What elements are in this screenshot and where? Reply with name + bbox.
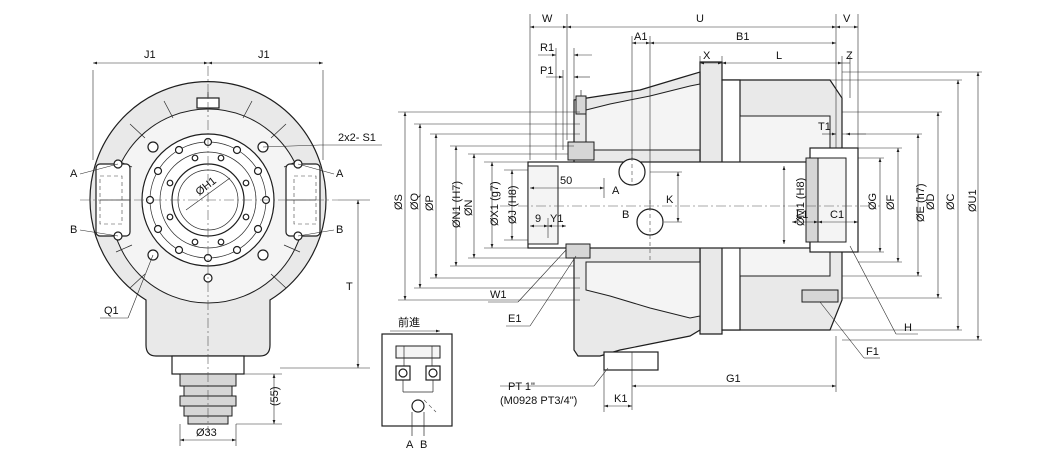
dim-y1: Y1 <box>550 213 563 225</box>
valve-port-b: B <box>420 439 427 451</box>
lower-fitting <box>565 243 591 259</box>
valve-spool <box>395 345 441 359</box>
dim-50: 50 <box>560 175 572 187</box>
dim-c1: C1 <box>830 209 844 221</box>
dim-w: W <box>542 13 553 25</box>
valve-port-a: A <box>406 439 414 451</box>
label-a-left: A <box>70 168 78 180</box>
dim-s1: 2x2- S1 <box>338 132 376 144</box>
dim-l1: L1 <box>796 209 808 221</box>
dim-j1-left: J1 <box>144 49 156 61</box>
label-h: H <box>904 322 912 334</box>
dim-m1: ØM1 (H8) <box>795 178 807 226</box>
label-f1: F1 <box>866 346 879 358</box>
dim-t1: T1 <box>818 121 831 133</box>
upper-fitting <box>567 141 595 161</box>
dim-x: X <box>703 50 711 62</box>
dim-s: ØS <box>393 194 405 210</box>
label-q1: Q1 <box>104 305 119 317</box>
dim-33: Ø33 <box>196 427 217 439</box>
s1-hole <box>147 141 159 153</box>
label-b-left: B <box>70 224 77 236</box>
port-pt34: (M0928 PT3/4") <box>500 395 577 407</box>
dim-j1-right: J1 <box>258 49 270 61</box>
port-pt1: PT 1" <box>508 381 535 393</box>
s1-hole <box>257 249 269 261</box>
dim-g1: G1 <box>726 373 741 385</box>
dim-e: ØE (h7) <box>915 183 927 222</box>
dim-p: ØP <box>424 195 436 211</box>
dim-k: K <box>666 194 674 206</box>
bottom-port-pt1 <box>603 351 659 371</box>
dim-g: ØG <box>867 193 879 210</box>
inner-bolt-holes <box>166 154 250 246</box>
label-b-right: B <box>336 224 343 236</box>
dim-v: V <box>843 13 851 25</box>
dim-n: ØN <box>463 199 475 216</box>
mounting-bolt <box>801 289 839 303</box>
dim-j: ØJ (H8) <box>507 186 519 225</box>
dim-d: ØD <box>925 193 937 210</box>
lock-nut <box>805 157 819 243</box>
label-a-right: A <box>336 168 344 180</box>
housing-steps-upper <box>585 83 701 151</box>
dim-u1: ØU1 <box>967 189 979 212</box>
draw-tube <box>527 161 811 249</box>
label-e1: E1 <box>508 313 521 325</box>
port-b-label: B <box>622 209 629 221</box>
dim-a1: A1 <box>634 31 647 43</box>
dim-x1: ØX1 (g7) <box>489 181 501 226</box>
pilot-port <box>411 399 425 413</box>
dim-r1: R1 <box>540 42 554 54</box>
dim-t: T <box>346 281 353 293</box>
dim-f: ØF <box>885 194 897 210</box>
side-view: W U V R1 P1 A1 B1 X L Z T1 <box>393 13 982 412</box>
dim-b1: B1 <box>736 31 749 43</box>
dim-k1: K1 <box>614 393 627 405</box>
valve-title: 前進 <box>398 315 420 329</box>
dim-l: L <box>776 50 782 62</box>
dim-55: (55) <box>269 386 281 406</box>
valve-diagram: 前進 A B <box>381 315 453 451</box>
front-view: J1 J1 2x2- S1 A B A B ØH1 Q1 T (55) <box>70 49 382 446</box>
dim-u: U <box>696 13 704 25</box>
dim-p1: P1 <box>540 65 553 77</box>
dim-9: 9 <box>535 213 541 225</box>
dim-z: Z <box>846 50 853 62</box>
dim-n1: ØN1 (H7) <box>451 181 463 228</box>
dim-q: ØQ <box>409 192 421 210</box>
label-w1: W1 <box>490 289 507 301</box>
valve-body <box>381 333 453 427</box>
port-a-label: A <box>612 185 620 197</box>
housing-steps-lower <box>585 261 701 319</box>
dim-c: ØC <box>945 193 957 210</box>
spindle-nose <box>527 165 559 245</box>
